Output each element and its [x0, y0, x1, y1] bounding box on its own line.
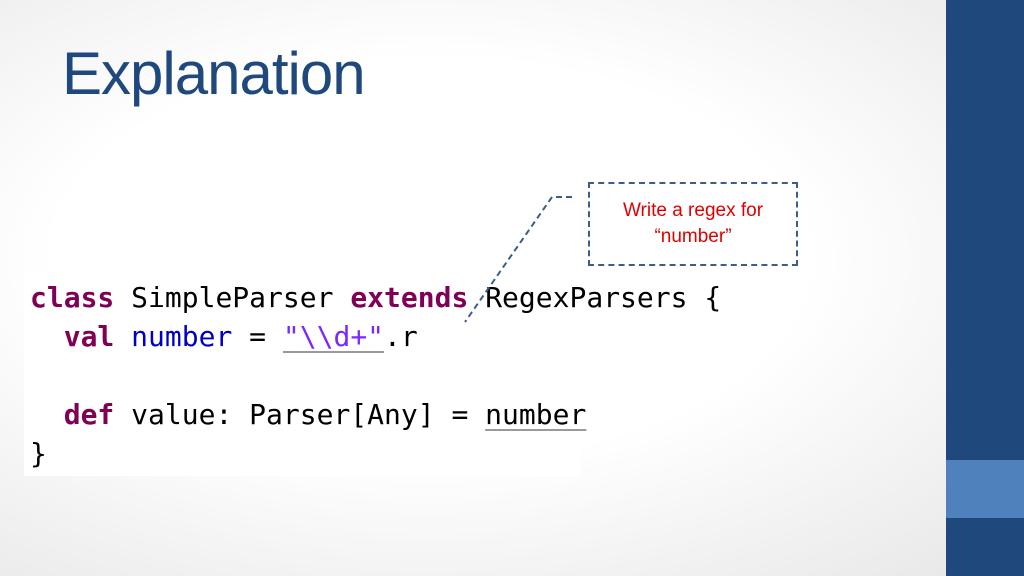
open-brace: { — [704, 281, 722, 314]
code-snippet: class SimpleParser extends RegexParsers … — [24, 272, 721, 476]
method-signature: value: Parser[Any] = — [131, 398, 469, 431]
code-text: class SimpleParser extends RegexParsers … — [30, 278, 721, 473]
number-reference: number — [485, 398, 587, 431]
regex-suffix: .r — [384, 320, 418, 353]
keyword-val: val — [63, 320, 115, 353]
sidebar-accent-block — [946, 460, 1024, 518]
keyword-extends: extends — [350, 281, 469, 314]
callout-text-line-1: Write a regex for — [622, 200, 764, 221]
regex-string-literal: "\\d+" — [282, 320, 385, 353]
field-number: number — [131, 320, 233, 353]
close-brace: } — [30, 437, 47, 470]
equals-sign: = — [249, 320, 267, 353]
callout-text: Write a regex for “number” — [598, 198, 788, 250]
class-name: SimpleParser — [131, 281, 334, 314]
keyword-def: def — [63, 398, 115, 431]
parent-class: RegexParsers — [485, 281, 688, 314]
callout-box: Write a regex for “number” — [588, 182, 798, 266]
callout-text-line-2: “number” — [654, 226, 732, 247]
slide-title: Explanation — [62, 40, 366, 107]
keyword-class: class — [30, 281, 115, 314]
